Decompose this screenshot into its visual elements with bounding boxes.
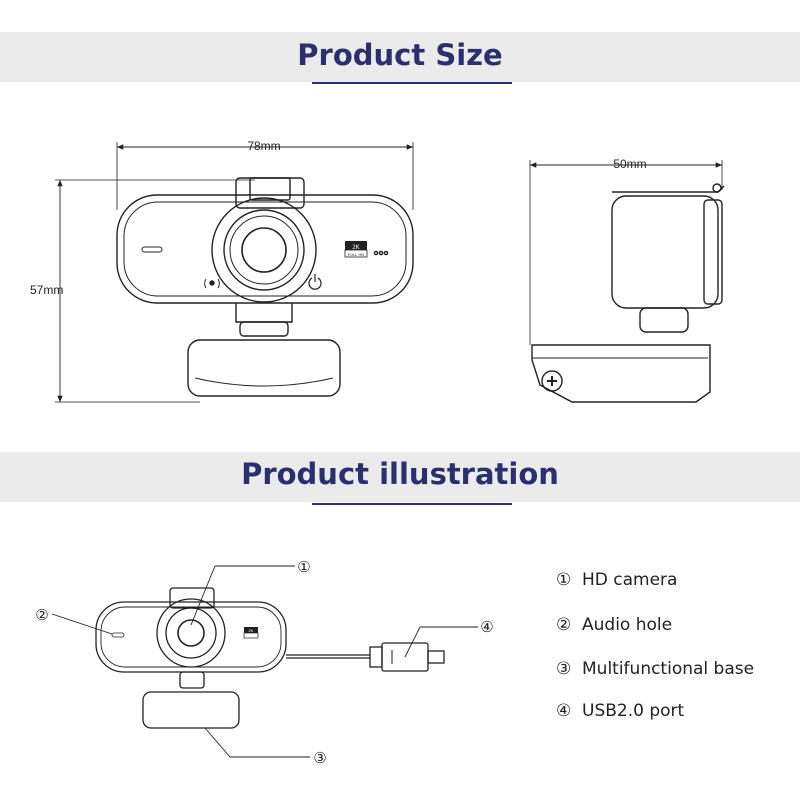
camera-body-outline [116,194,414,304]
full-hd-text: FULL HD [348,252,365,257]
callout-4: ④ [480,618,493,636]
product-illustration-band [0,452,800,502]
illustration-2k-text: 2K [249,628,254,633]
legend-label: HD camera [582,570,678,590]
callout-leaders [51,565,478,758]
legend-num: ④ [556,701,572,721]
illustration-camera [95,587,445,729]
legend-item-audio-hole: ② Audio hole [556,615,672,635]
legend-item-hd-camera: ① HD camera [556,570,677,590]
callout-3: ③ [313,749,326,767]
legend-label: USB2.0 port [582,701,685,721]
2k-badge [345,241,367,250]
side-view [529,160,725,403]
callout-1: ① [297,558,310,576]
legend-num: ① [556,570,572,590]
callout-2: ② [35,606,48,624]
depth-label: 50mm [613,157,646,171]
2k-text: 2K [352,245,359,251]
legend-item-multifunctional-base: ③ Multifunctional base [556,659,754,679]
product-size-underline [312,82,512,84]
product-size-band [0,32,800,82]
base-outline [187,339,341,397]
height-label: 57mm [30,283,63,297]
legend-label: Multifunctional base [582,659,755,679]
legend-item-usb-port: ④ USB2.0 port [556,701,684,721]
product-illustration-title: Product illustration [241,457,559,491]
width-label: 78mm [247,139,280,153]
legend-label: Audio hole [582,615,673,635]
legend-num: ② [556,615,572,635]
front-view [55,142,414,403]
product-illustration-underline [312,503,512,505]
lens [241,227,287,273]
legend-num: ③ [556,659,572,679]
side-base [531,344,711,403]
lens-housing [211,197,317,303]
product-size-title: Product Size [297,38,503,72]
side-head [611,195,719,309]
